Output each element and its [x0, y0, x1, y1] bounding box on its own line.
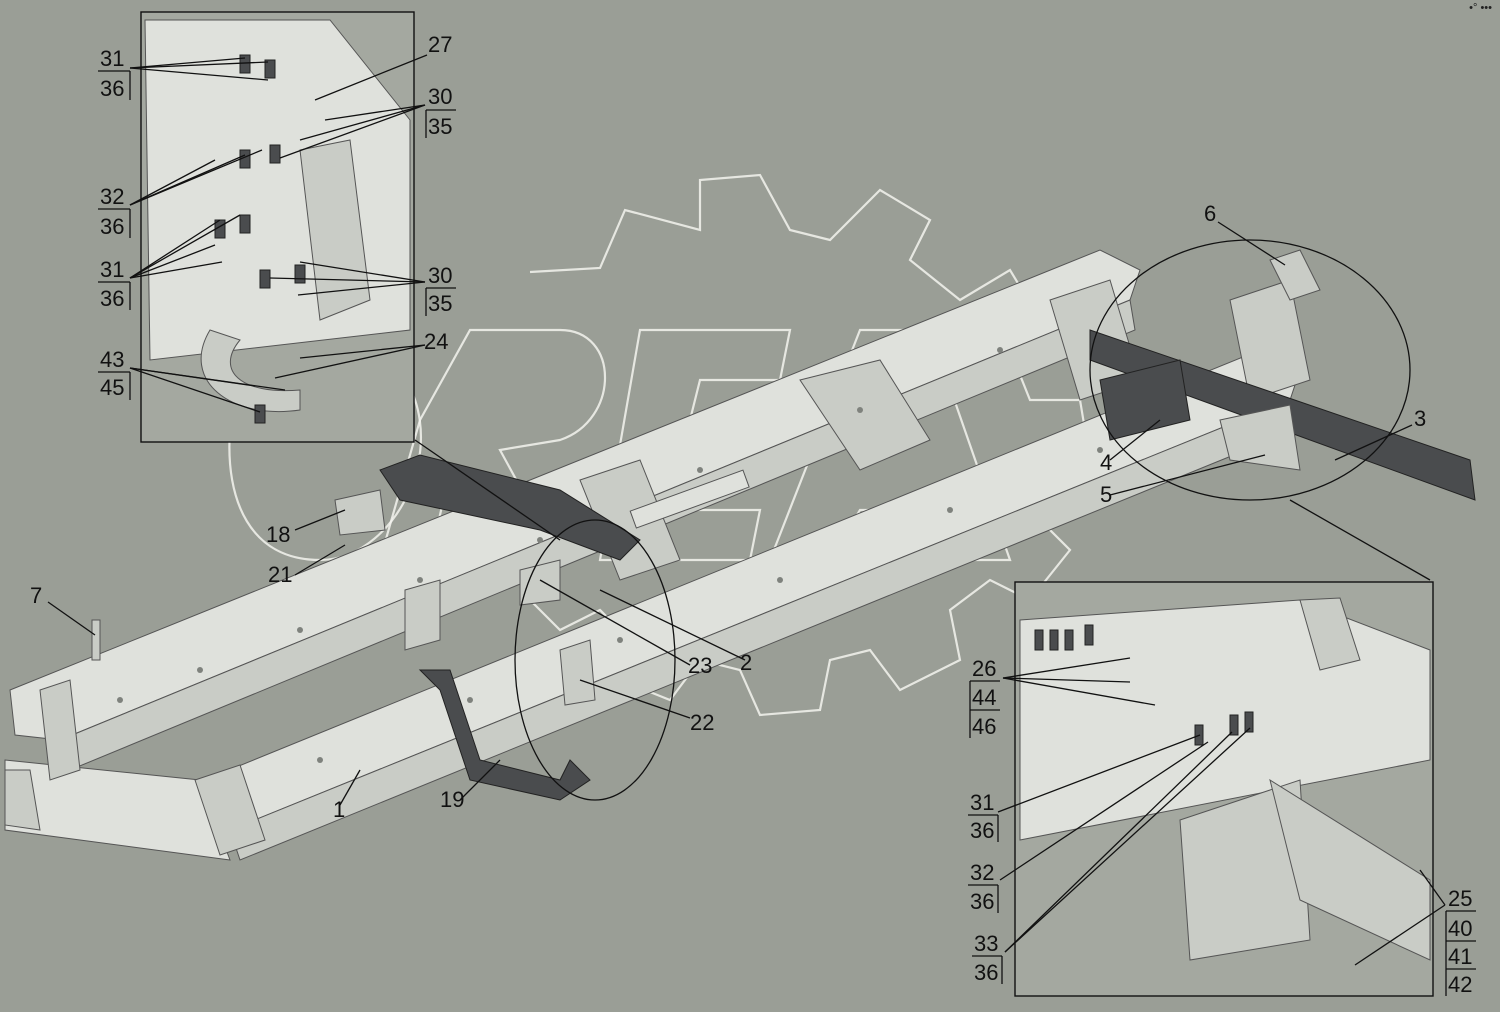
- dark-components: [91, 249, 1476, 801]
- callout-36: 36: [100, 286, 124, 311]
- callout-26: 26: [972, 656, 996, 681]
- callout-3: 3: [1414, 406, 1426, 431]
- callout-35: 35: [428, 114, 452, 139]
- callout-33: 33: [974, 931, 998, 956]
- callout-labels: 31 36 27 30 35 32 36 31 36 30 35 24 43 4…: [30, 32, 1472, 997]
- callout-2: 2: [740, 650, 752, 675]
- corner-mark: •° •••: [1469, 2, 1492, 14]
- callout-4: 4: [1100, 450, 1112, 475]
- callout-30: 30: [428, 263, 452, 288]
- inset-bottom-right: [1014, 581, 1434, 997]
- plate-6: [1269, 249, 1321, 301]
- bracket-23: [519, 559, 561, 606]
- callout-35: 35: [428, 291, 452, 316]
- callout-7: 7: [30, 583, 42, 608]
- callout-21: 21: [268, 562, 292, 587]
- callout-36: 36: [970, 818, 994, 843]
- callout-27: 27: [428, 32, 452, 57]
- inset-top-left: [140, 11, 415, 443]
- bracket-18: [334, 489, 386, 536]
- callout-31: 31: [100, 46, 124, 71]
- leader-lines: [47, 54, 1446, 966]
- callout-41: 41: [1448, 944, 1472, 969]
- bracket-4: [1099, 359, 1191, 441]
- callout-underlines: [98, 70, 1476, 996]
- detail-ellipse-mid: [514, 519, 676, 801]
- callout-36: 36: [100, 214, 124, 239]
- part-7: [91, 619, 101, 661]
- callout-1: 1: [333, 797, 345, 822]
- callout-22: 22: [690, 710, 714, 735]
- callout-6: 6: [1204, 201, 1216, 226]
- callout-46: 46: [972, 714, 996, 739]
- callout-36: 36: [970, 889, 994, 914]
- callout-36: 36: [100, 76, 124, 101]
- step-19: [418, 669, 591, 801]
- callout-18: 18: [266, 522, 290, 547]
- callout-31: 31: [970, 790, 994, 815]
- callout-25: 25: [1448, 886, 1472, 911]
- callout-24: 24: [424, 329, 448, 354]
- callout-23: 23: [688, 653, 712, 678]
- support-2: [379, 454, 641, 561]
- callout-42: 42: [1448, 972, 1472, 997]
- callout-44: 44: [972, 685, 996, 710]
- callout-43: 43: [100, 347, 124, 372]
- callout-32: 32: [970, 860, 994, 885]
- bracket-5: [1219, 404, 1301, 471]
- callout-45: 45: [100, 375, 124, 400]
- detail-callouts: [414, 239, 1431, 801]
- callout-30: 30: [428, 84, 452, 109]
- callout-36: 36: [974, 960, 998, 985]
- callout-32: 32: [100, 184, 124, 209]
- callout-31: 31: [100, 257, 124, 282]
- callout-5: 5: [1100, 482, 1112, 507]
- bracket-21: [404, 579, 441, 651]
- callout-40: 40: [1448, 916, 1472, 941]
- detail-ellipse-rear: [1089, 239, 1411, 501]
- callout-19: 19: [440, 787, 464, 812]
- bracket-22: [559, 639, 596, 706]
